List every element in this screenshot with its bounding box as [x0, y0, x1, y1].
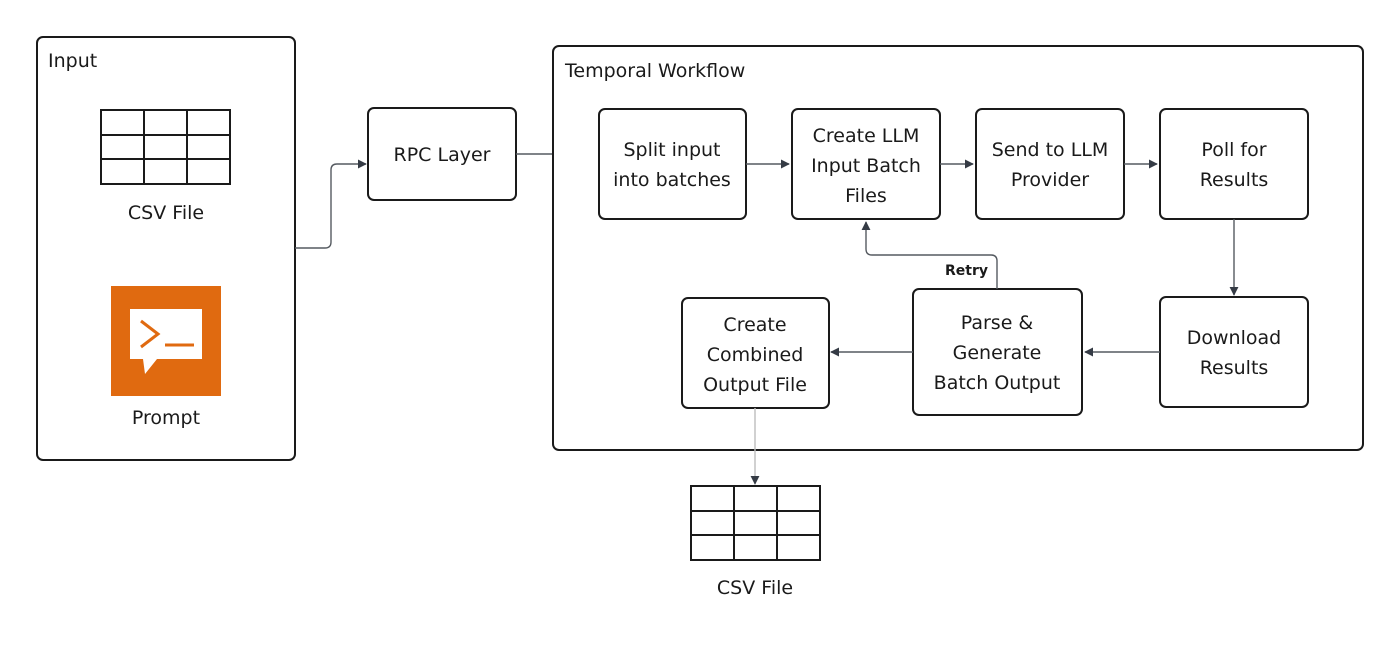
- node-split-input-line-1: Split input: [623, 139, 720, 161]
- node-parse-generate[interactable]: Parse & Generate Batch Output: [912, 288, 1083, 416]
- edge-input-to-rpc: [295, 159, 367, 249]
- input-container: Input: [36, 36, 296, 461]
- output-csv-label: CSV File: [717, 577, 793, 599]
- node-send-line-2: Provider: [1011, 169, 1089, 191]
- node-send-line-1: Send to LLM: [992, 139, 1109, 161]
- table-grid-icon: [100, 109, 231, 185]
- node-create-batch-line-2: Input Batch: [811, 155, 921, 177]
- node-create-combined-output[interactable]: Create Combined Output File: [681, 297, 830, 409]
- node-split-input[interactable]: Split input into batches: [598, 108, 747, 220]
- input-prompt-label: Prompt: [132, 407, 200, 429]
- node-create-batch-files[interactable]: Create LLM Input Batch Files: [791, 108, 941, 220]
- terminal-prompt-icon: [111, 286, 221, 396]
- node-send-to-llm[interactable]: Send to LLM Provider: [975, 108, 1125, 220]
- edge-retry: [861, 221, 998, 289]
- node-parse-line-1: Parse &: [961, 312, 1034, 334]
- node-combine-line-3: Output File: [703, 374, 807, 396]
- node-split-input-line-2: into batches: [613, 169, 731, 191]
- node-rpc-layer[interactable]: RPC Layer: [367, 107, 517, 201]
- node-download-line-2: Results: [1200, 357, 1269, 379]
- output-table-grid-icon: [690, 485, 821, 561]
- node-poll-results[interactable]: Poll for Results: [1159, 108, 1309, 220]
- node-poll-line-2: Results: [1200, 169, 1269, 191]
- node-combine-line-2: Combined: [707, 344, 804, 366]
- node-create-batch-line-1: Create LLM: [813, 125, 920, 147]
- node-parse-line-2: Generate: [953, 342, 1042, 364]
- node-download-line-1: Download: [1187, 327, 1281, 349]
- node-parse-line-3: Batch Output: [934, 372, 1061, 394]
- input-csv-label: CSV File: [128, 202, 204, 224]
- retry-label: Retry: [945, 263, 988, 279]
- input-container-title: Input: [48, 50, 97, 72]
- node-combine-line-1: Create: [723, 314, 786, 336]
- node-create-batch-line-3: Files: [845, 185, 887, 207]
- node-download-results[interactable]: Download Results: [1159, 296, 1309, 408]
- node-poll-line-1: Poll for: [1201, 139, 1266, 161]
- workflow-container-title: Temporal Workflow: [564, 60, 745, 82]
- node-rpc-layer-label: RPC Layer: [394, 144, 491, 166]
